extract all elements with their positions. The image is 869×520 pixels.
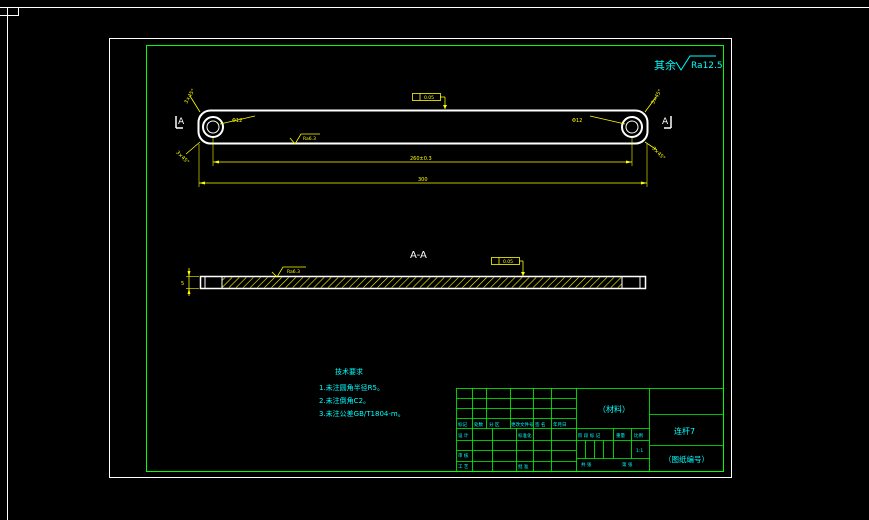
- sheet-current: 第 张: [622, 461, 633, 468]
- row-design: 设 计: [458, 432, 469, 439]
- part-name: 连杆7: [674, 426, 695, 436]
- row-std: 标准化: [518, 432, 532, 439]
- section-hatch: [222, 277, 622, 288]
- tech-item-3: 3.未注公差GB/T1804-m。: [319, 409, 405, 418]
- hole-left-dia: Φ12: [232, 118, 242, 124]
- sheet-total: 共 张: [581, 461, 592, 468]
- tech-title: 技术要求: [335, 367, 363, 376]
- section-marker-left: A: [175, 116, 185, 129]
- hdr-changeno: 更改文件号: [511, 421, 534, 428]
- hole-right: [621, 116, 643, 138]
- link-outline: [197, 109, 649, 145]
- stage-label: 阶 段 标 记: [578, 432, 601, 439]
- hdr-mark: 标记: [458, 421, 467, 428]
- surface-finish-value: Ra12.5: [691, 61, 723, 71]
- dim-center: 260±0.3: [212, 138, 633, 166]
- chamfer-br: 3×45°: [650, 146, 666, 162]
- hdr-zone: 分 区: [489, 421, 500, 428]
- hole-left: [202, 116, 224, 138]
- drawing-number: （图纸编号）: [664, 454, 709, 464]
- section-letter-left: A: [178, 117, 185, 127]
- svg-text:Ra6.3: Ra6.3: [303, 136, 316, 142]
- section-marker-right: A: [662, 116, 672, 129]
- svg-text:0.05: 0.05: [503, 259, 513, 265]
- dim-overall: 300: [198, 144, 648, 187]
- tech-item-2: 2.未注倒角C2。: [319, 396, 370, 405]
- row-approve: 批 准: [518, 463, 529, 470]
- roughness-symbol: [675, 55, 716, 71]
- surface-finish-note: 其余 Ra12.5: [654, 55, 723, 72]
- dim-center-text: 260±0.3: [410, 156, 432, 162]
- svg-text:5: 5: [181, 281, 184, 287]
- row-process: 工 艺: [458, 464, 469, 470]
- viewport-corner: [0, 7, 19, 16]
- viewport-left-line: [7, 7, 8, 520]
- chamfer-tl: 3×45°: [183, 87, 197, 104]
- scale-label: 比例: [634, 432, 643, 439]
- hole-left-inner: [206, 120, 220, 134]
- dim-thickness: 5: [181, 268, 199, 296]
- row-check: 审 核: [458, 452, 469, 459]
- hdr-date: 年月日: [553, 421, 567, 428]
- svg-text:0.05: 0.05: [424, 95, 434, 101]
- svg-text:Ra6.3: Ra6.3: [287, 269, 300, 275]
- sheet-frame: [109, 38, 732, 478]
- section-title: A-A: [410, 250, 427, 261]
- section-body: [199, 275, 647, 290]
- material-label: （材料）: [598, 404, 630, 414]
- hdr-sign: 签 名: [535, 421, 545, 428]
- tolerance-frame-top: 0.05: [412, 93, 447, 109]
- scale-value: 1:1: [636, 448, 643, 454]
- weight-label: 重量: [616, 432, 625, 439]
- section-tolerance-frame: 0.05: [491, 257, 525, 276]
- section-roughness: Ra6.3: [271, 266, 306, 278]
- roughness-top: Ra6.3: [289, 133, 320, 145]
- section-view: A-A Ra6.3 0.05 5: [181, 250, 647, 296]
- drawing-border: [146, 45, 724, 472]
- viewport-top-line: [0, 7, 869, 8]
- hole-right-dia: Φ12: [572, 118, 582, 124]
- hole-right-inner: [625, 120, 639, 134]
- chamfer-tr: 3×45°: [650, 88, 664, 105]
- tech-requirements: 技术要求 1.未注圆角半径R5。 2.未注倒角C2。 3.未注公差GB/T180…: [319, 367, 405, 418]
- title-block-text: （材料） 连杆7 （图纸编号） 标记 处数 分 区 更改文件号 签 名 年月日 …: [458, 404, 709, 470]
- title-block: [456, 388, 724, 472]
- dim-overall-text: 300: [418, 177, 428, 183]
- top-view: A A 3×45° 3×45° 3×45° 3×45° Φ12 Φ12 0.05: [174, 87, 672, 187]
- section-letter-right: A: [662, 117, 669, 127]
- surface-finish-label: 其余: [654, 58, 676, 72]
- hdr-count: 处数: [474, 421, 483, 428]
- tech-item-1: 1.未注圆角半径R5。: [319, 383, 384, 392]
